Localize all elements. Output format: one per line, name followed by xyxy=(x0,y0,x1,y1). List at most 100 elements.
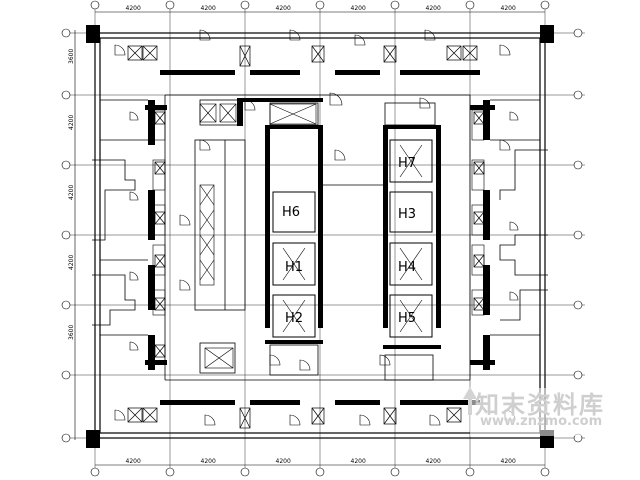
door-swing xyxy=(499,44,511,56)
grid-bubble xyxy=(315,467,325,477)
watermark-logo-icon xyxy=(463,387,477,415)
door-swing xyxy=(114,409,126,421)
elevator-label-h5: H5 xyxy=(398,311,416,326)
perimeter-wall-bands xyxy=(145,70,495,405)
dimension-label-left: 4200 xyxy=(68,115,75,130)
duct-box xyxy=(154,161,166,175)
dimension-label-top: 4200 xyxy=(426,5,441,12)
duct-box xyxy=(473,111,485,125)
dimension-label-bottom: 4200 xyxy=(201,458,216,465)
dimension-label-bottom: 4200 xyxy=(276,458,291,465)
grid-bubbles xyxy=(61,0,583,477)
core-outlines xyxy=(194,99,436,381)
grid-bubble xyxy=(573,90,583,100)
elevator-label-h6: H6 xyxy=(282,205,300,220)
watermark-url: www.znzmo.com xyxy=(480,414,603,429)
grid-bubble xyxy=(390,0,400,10)
door-swing xyxy=(509,111,519,121)
door-swing xyxy=(129,191,139,201)
door-swing xyxy=(179,214,191,226)
dimension-label-left: 4200 xyxy=(68,185,75,200)
door-swing xyxy=(509,291,519,301)
dimension-label-bottom: 4200 xyxy=(426,458,441,465)
door-swing xyxy=(359,414,371,426)
dimension-label-top: 4200 xyxy=(276,5,291,12)
grid-bubble xyxy=(465,0,475,10)
grid-bubble xyxy=(61,370,71,380)
door-swing xyxy=(129,111,139,121)
elevator-label-h3: H3 xyxy=(398,207,416,222)
dimension-label-bottom: 4200 xyxy=(501,458,516,465)
door-swing xyxy=(334,149,346,161)
corner-columns xyxy=(86,25,554,448)
room-partitions xyxy=(92,94,548,381)
duct-box xyxy=(473,254,485,268)
dimension-label-bottom: 4200 xyxy=(126,458,141,465)
dimension-label-left: 4200 xyxy=(68,255,75,270)
dimension-labels: 4200 4200 4200 4200 4200 4200 4200 4200 4200 4200… xyxy=(68,5,516,465)
duct-box xyxy=(142,45,158,61)
dimension-label-top: 4200 xyxy=(351,5,366,12)
grid-bubble xyxy=(573,300,583,310)
grid-bubble xyxy=(573,28,583,38)
door-swing xyxy=(129,341,139,351)
duct-box xyxy=(446,407,462,423)
grid-bubble xyxy=(61,28,71,38)
dimension-label-top: 4200 xyxy=(201,5,216,12)
door-swing xyxy=(379,354,391,366)
duct-box xyxy=(154,111,166,125)
door-swing xyxy=(199,29,211,41)
dimension-label-left: 3600 xyxy=(68,49,75,64)
door-swing xyxy=(269,354,281,366)
grid-bubble xyxy=(165,0,175,10)
elevator-label-h7: H7 xyxy=(398,156,416,171)
dimension-label-top: 4200 xyxy=(126,5,141,12)
duct-box xyxy=(154,254,166,268)
door-swing xyxy=(289,414,301,426)
door-swing xyxy=(499,139,511,151)
grid-bubble xyxy=(240,0,250,10)
grid-bubble xyxy=(90,0,100,10)
door-swing xyxy=(299,359,311,371)
grid-bubble xyxy=(540,0,550,10)
grid-bubble xyxy=(465,467,475,477)
duct-box xyxy=(473,211,485,225)
door-swing xyxy=(419,97,431,109)
door-swing xyxy=(354,34,366,46)
dimension-label-bottom: 4200 xyxy=(351,458,366,465)
duct-box xyxy=(127,407,143,423)
grid-bubble xyxy=(165,467,175,477)
duct-box xyxy=(383,407,397,425)
elevator-label-h2: H2 xyxy=(285,311,303,326)
duct-box xyxy=(154,344,166,358)
watermark-backdrop xyxy=(470,388,636,436)
duct-box xyxy=(311,407,325,425)
grid-bubble xyxy=(61,300,71,310)
door-swing xyxy=(289,29,301,41)
door-swing xyxy=(424,29,436,41)
elevator-label-h1: H1 xyxy=(285,260,303,275)
duct-box xyxy=(239,407,251,429)
watermark-title: 知末资料库 xyxy=(475,391,605,419)
duct-box xyxy=(473,297,485,311)
shaft-crosses xyxy=(199,103,423,369)
grid-bubble xyxy=(61,90,71,100)
grid-bubble xyxy=(61,230,71,240)
grid-bubble xyxy=(90,467,100,477)
side-wall-bands xyxy=(148,100,490,370)
duct-boxes xyxy=(127,45,485,429)
duct-box xyxy=(383,45,397,63)
door-swing xyxy=(244,99,256,111)
duct-box xyxy=(154,211,166,225)
duct-box xyxy=(142,407,158,423)
door-swing xyxy=(509,221,519,231)
grid-bubble xyxy=(240,467,250,477)
grid-bubble xyxy=(390,467,400,477)
elevator-cars xyxy=(272,139,433,338)
elevator-labels: H6 H1 H2 H7 H3 H4 H5 xyxy=(282,156,416,326)
duct-box xyxy=(462,45,478,61)
duct-box xyxy=(311,45,325,63)
elevator-label-h4: H4 xyxy=(398,260,416,275)
grid-bubble xyxy=(61,160,71,170)
